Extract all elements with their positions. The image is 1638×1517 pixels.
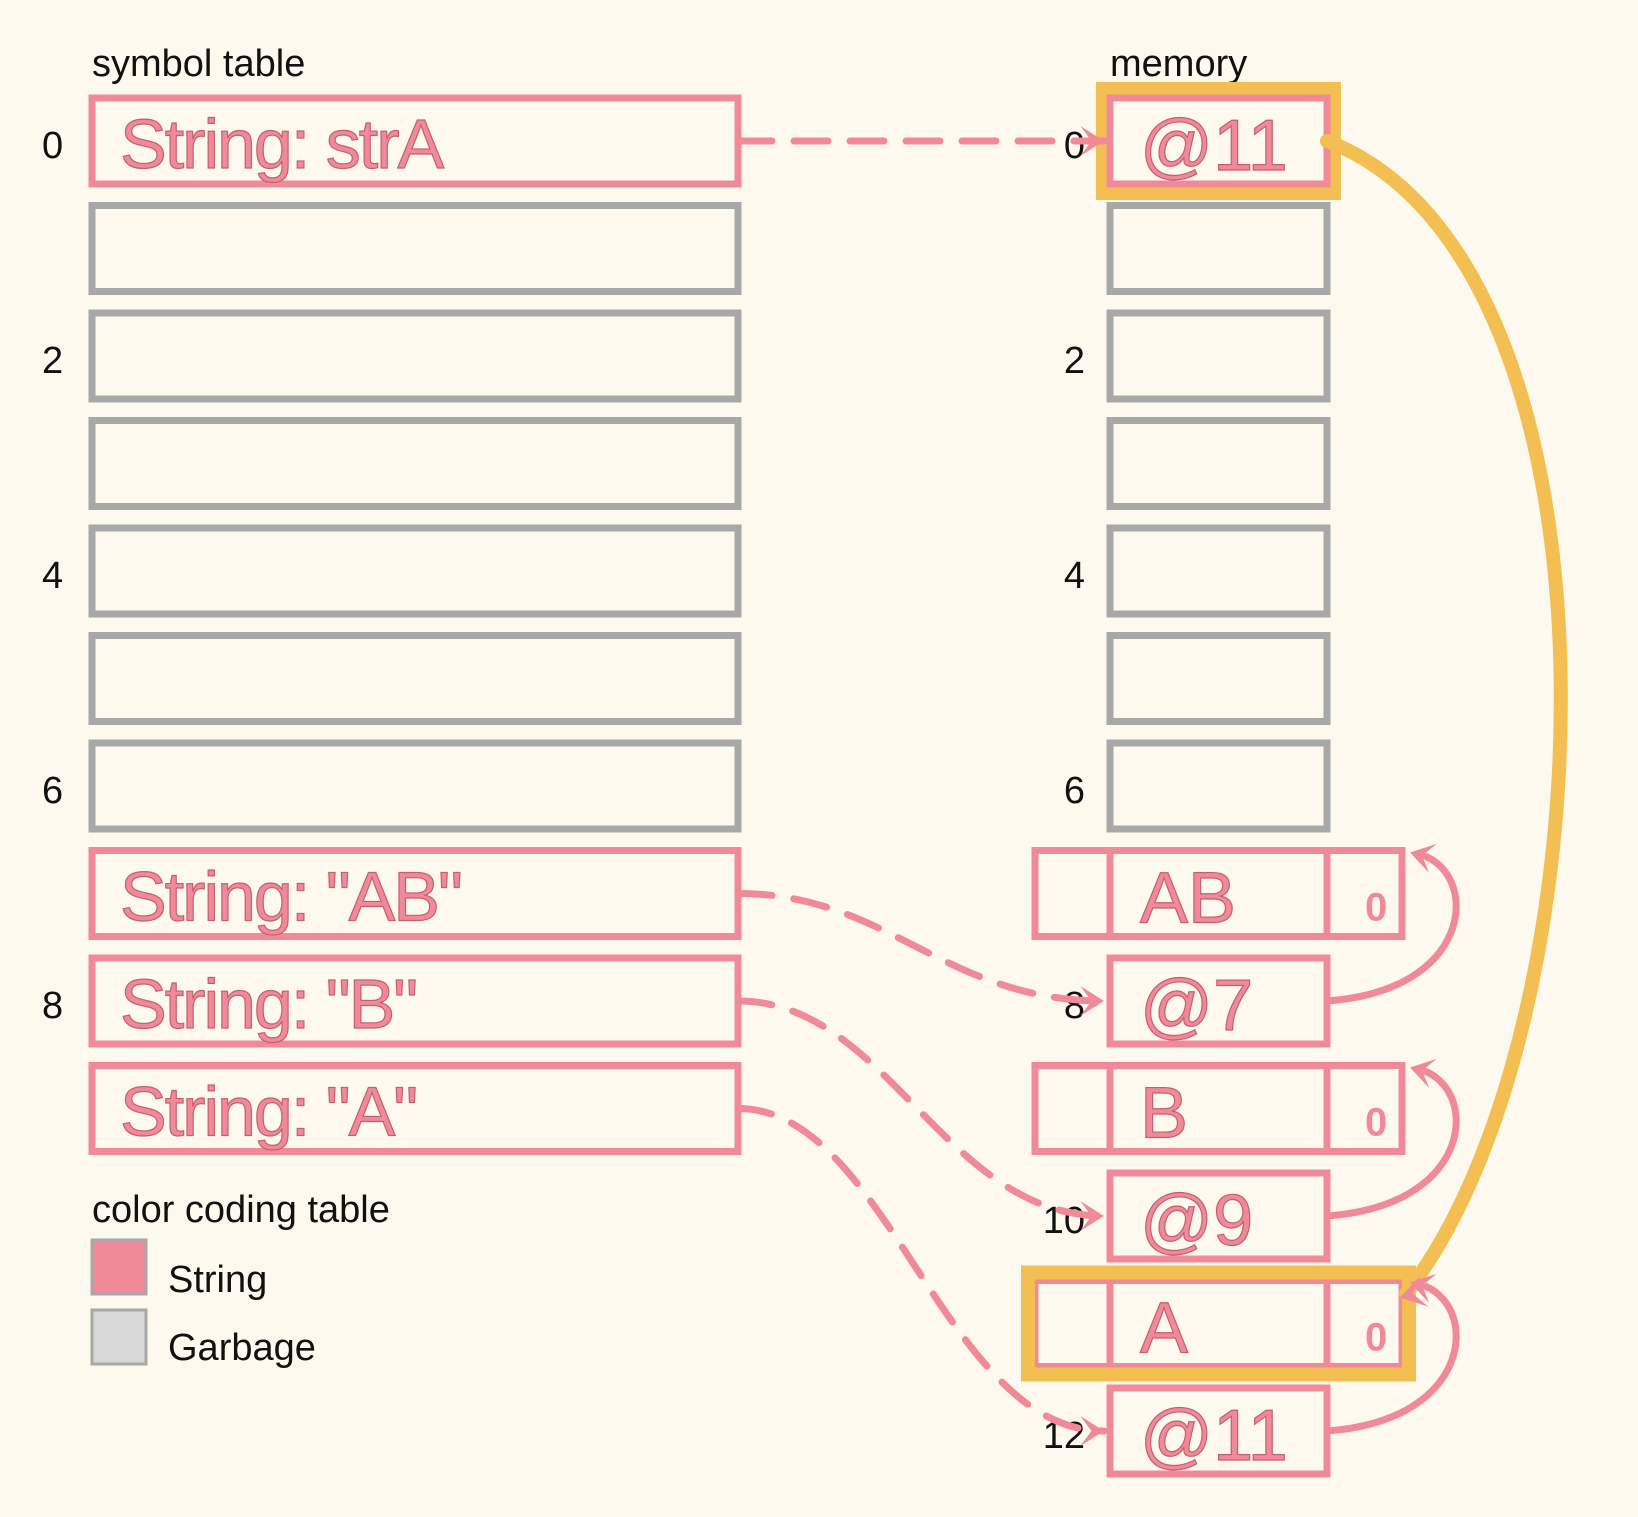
legend-label-string: String — [168, 1259, 267, 1301]
memory-cell-highlight-11 — [1021, 1265, 1416, 1382]
symbol-row-6 — [88, 739, 742, 833]
memory-cell-count-7: 0 — [1365, 886, 1387, 930]
memory-cell-4 — [1106, 524, 1331, 618]
memory-cell-2 — [1106, 309, 1331, 403]
symbol-row-text-9: String: "A" — [120, 1073, 416, 1151]
legend-label-garbage: Garbage — [168, 1327, 316, 1369]
pointer-link-arrow-3 — [1410, 1273, 1437, 1303]
memory-index-10: 10 — [1043, 1200, 1085, 1242]
symbol-row-text-7: String: "AB" — [120, 858, 461, 936]
symbol-index-4: 4 — [42, 555, 63, 597]
memory-cell-count-11: 0 — [1365, 1316, 1387, 1360]
memory-cell-11 — [1031, 1277, 1406, 1370]
pointer-link-2 — [1323, 1068, 1460, 1220]
pointer-link-3 — [1323, 1283, 1460, 1435]
pointer-link-arrow-1 — [1410, 843, 1437, 873]
memory-cell-text-11: A — [1140, 1289, 1188, 1369]
memory-index-0: 0 — [1064, 125, 1085, 167]
memory-cell-9 — [1031, 1062, 1406, 1155]
memory-cell-7 — [1031, 847, 1406, 940]
legend-swatch-garbage — [90, 1308, 148, 1366]
symbol-link-arrow-2 — [1080, 1200, 1104, 1232]
symbol-row-4 — [88, 524, 742, 618]
memory-cell-text-7: AB — [1140, 859, 1236, 939]
memory-cell-text-9: B — [1140, 1074, 1188, 1154]
memory-title: memory — [1110, 43, 1247, 85]
symbol-row-2 — [88, 309, 742, 403]
memory-cell-3 — [1106, 417, 1331, 510]
legend-swatch-string — [90, 1238, 148, 1296]
memory-cell-text-10: @9 — [1140, 1181, 1253, 1261]
memory-cell-5 — [1106, 632, 1331, 725]
pointer-link-arrow-2 — [1410, 1058, 1437, 1088]
legend-title: color coding table — [92, 1189, 390, 1231]
symbol-link-1 — [734, 890, 1108, 1005]
memory-cell-text-8: @7 — [1140, 966, 1253, 1046]
pointer-link-1 — [1323, 853, 1460, 1005]
symbol-table: String: strA String: "AB" String: "B" Strin… — [42, 94, 742, 1155]
symbol-row-1 — [88, 202, 742, 295]
symbol-index-8: 8 — [42, 985, 63, 1027]
memory-cell-6 — [1106, 739, 1331, 833]
symbol-index-2: 2 — [42, 340, 63, 382]
symbol-row-3 — [88, 417, 742, 510]
symbol-row-5 — [88, 632, 742, 725]
color-legend: color coding table String Garbage — [90, 1189, 390, 1369]
symbol-index-6: 6 — [42, 770, 63, 812]
pointer-link-0 — [1320, 134, 1568, 1301]
symbol-row-text-8: String: "B" — [120, 965, 416, 1043]
pointer-link-arrow-0 — [1400, 1275, 1429, 1307]
memory-cell-count-9: 0 — [1365, 1101, 1387, 1145]
memory-cell-text-0: @11 — [1140, 106, 1288, 186]
symbol-link-arrow-3 — [1080, 1415, 1104, 1447]
symbol-link-2 — [734, 997, 1108, 1220]
memory-index-6: 6 — [1064, 770, 1085, 812]
memory-index-2: 2 — [1064, 340, 1085, 382]
memory-index-8: 8 — [1064, 985, 1085, 1027]
symbol-index-0: 0 — [42, 125, 63, 167]
symbol-link-arrow-0 — [1080, 125, 1104, 157]
symbol-link-3 — [734, 1105, 1108, 1435]
symbol-table-title: symbol table — [92, 43, 305, 85]
memory-cell-1 — [1106, 202, 1331, 295]
memory-cell-text-12: @11 — [1140, 1396, 1288, 1476]
links — [734, 125, 1568, 1447]
memory-index-4: 4 — [1064, 555, 1085, 597]
symbol-link-arrow-1 — [1080, 985, 1104, 1017]
symbol-row-text-0: String: strA — [120, 105, 445, 183]
